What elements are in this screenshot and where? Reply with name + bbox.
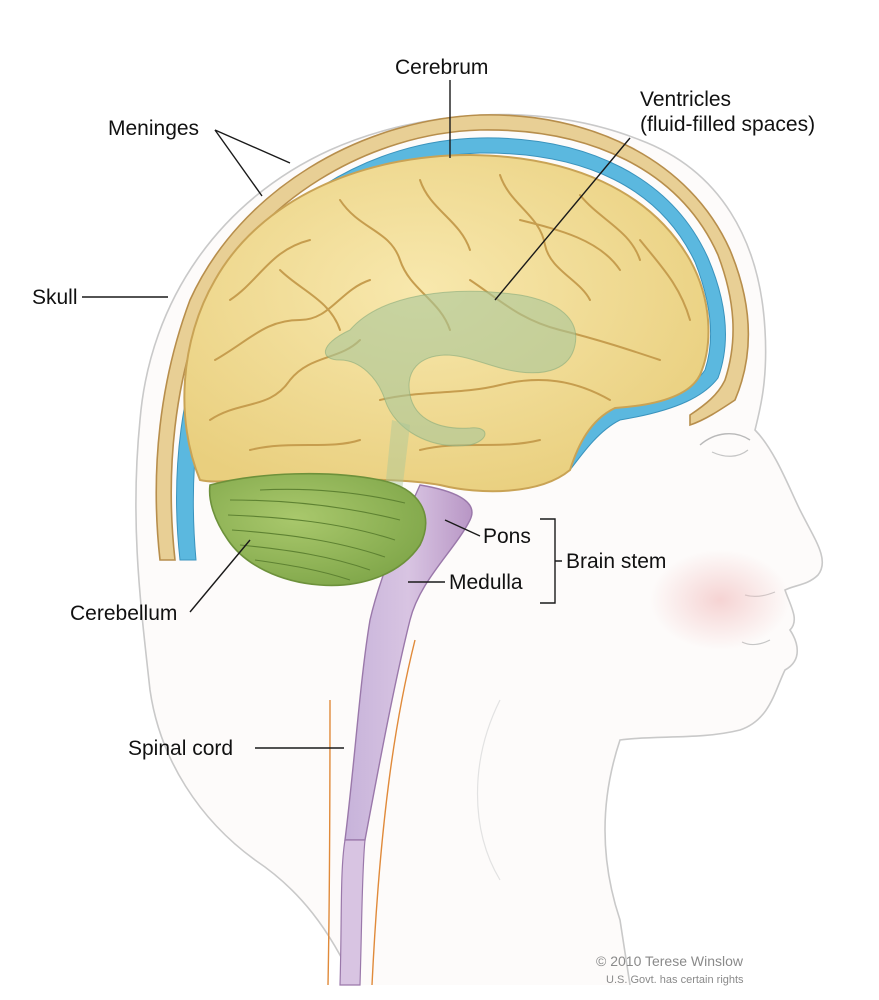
cerebellum-folia	[227, 488, 406, 581]
leader-lines	[82, 80, 631, 749]
credit-line-1: © 2010 Terese Winslow	[596, 953, 744, 969]
spinal-sheath	[327, 699, 331, 986]
brain-stem-label: Brain stem	[566, 550, 666, 573]
cerebrum-label: Cerebrum	[395, 56, 488, 79]
meninges-leader-2	[214, 129, 263, 197]
pons-label: Pons	[483, 525, 531, 548]
brain-stem-bracket	[540, 518, 562, 604]
spinal-cord	[339, 839, 366, 986]
ventricles-label: Ventricles	[640, 88, 731, 111]
credit-line-2: U.S. Govt. has certain rights	[606, 974, 744, 986]
ventricles-sublabel: (fluid-filled spaces)	[640, 113, 815, 136]
ventricles-leader	[494, 137, 631, 301]
cerebellum	[208, 472, 427, 587]
medulla-label: Medulla	[449, 571, 523, 594]
meninges-leader-1	[214, 129, 291, 164]
spinal-sheath-front	[371, 639, 416, 986]
skull-layer	[155, 114, 750, 561]
meninges-label: Meninges	[108, 117, 199, 140]
skull-label: Skull	[32, 286, 78, 309]
cerebellum-label: Cerebellum	[70, 602, 177, 625]
spinal-cord-label: Spinal cord	[128, 737, 233, 760]
ventricles	[324, 290, 577, 447]
pons-leader	[444, 519, 481, 537]
cerebellum-leader	[189, 539, 251, 613]
brain-stem	[344, 484, 473, 841]
